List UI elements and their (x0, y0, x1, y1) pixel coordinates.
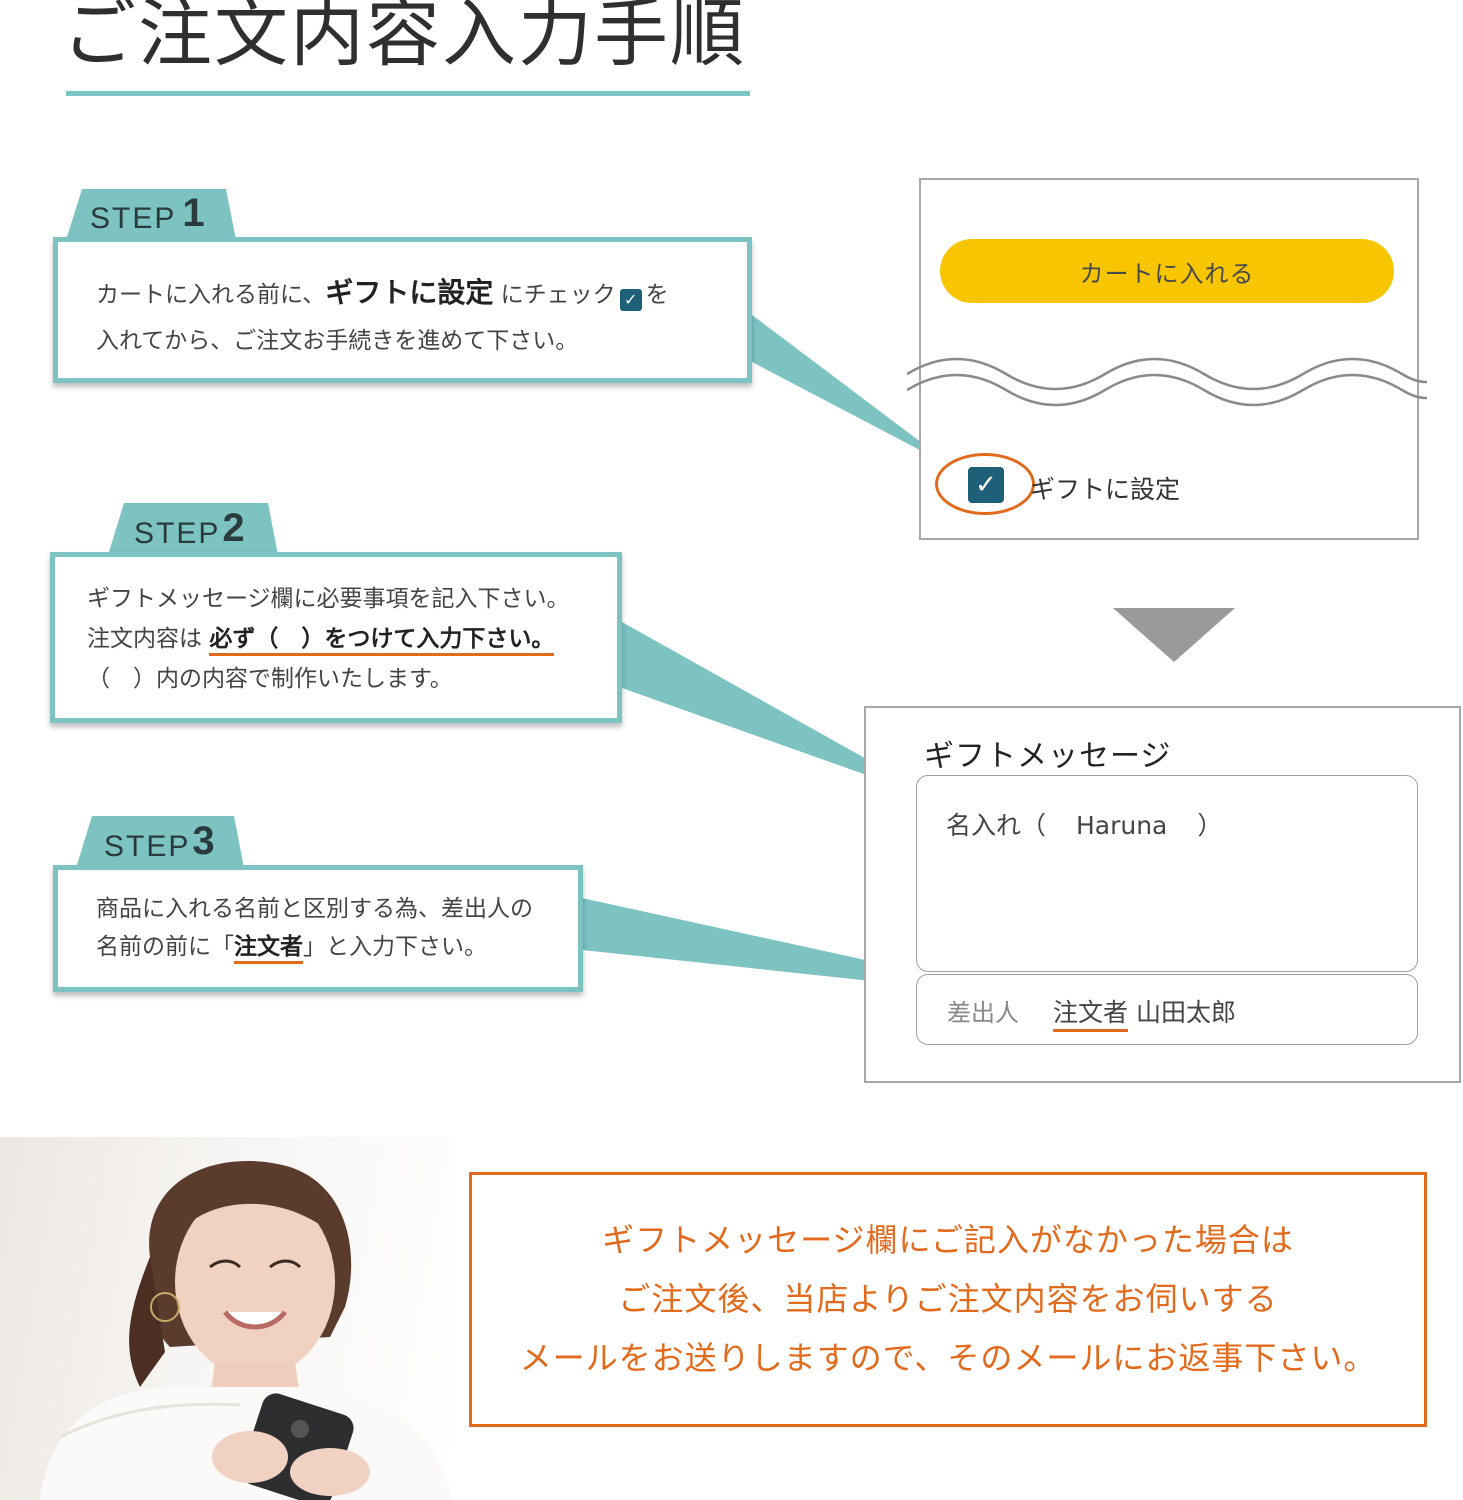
step3-tab-number: 3 (192, 819, 215, 863)
woman-with-phone-photo (0, 1137, 452, 1500)
sender-name: 山田太郎 (1135, 998, 1236, 1027)
step1-box: カートに入れる前に、ギフトに設定 にチェック✓を 入れてから、ご注文お手続きを進… (53, 237, 752, 383)
step1-text-c: にチェック (500, 282, 616, 308)
step1-tab-word: STEP (90, 202, 177, 235)
step2-emphasis: 必ず（ ）をつけて入力下さい。 (209, 626, 555, 656)
page-title: ご注文内容入力手順 (62, 0, 746, 77)
add-to-cart-button[interactable]: カートに入れる (940, 239, 1394, 303)
step2-line2-a: 注文内容は (87, 626, 202, 652)
notice-box: ギフトメッセージ欄にご記入がなかった場合は ご注文後、当店よりご注文内容をお伺い… (469, 1172, 1427, 1427)
step3-line2-a: 名前の前に「 (96, 934, 234, 960)
field-name-value: Haruna (1075, 811, 1168, 840)
step3-line2-c: 」と入力下さい。 (303, 934, 487, 960)
sender-value: 注文者 山田太郎 (1053, 993, 1236, 1032)
gift-message-textarea[interactable] (916, 775, 1418, 972)
highlight-ring (935, 453, 1035, 515)
step1-text-a: カートに入れる前に、 (96, 282, 326, 308)
sender-field[interactable] (916, 974, 1418, 1045)
step3-tab: STEP 3 (76, 816, 244, 868)
step3-line2: 名前の前に「注文者」と入力下さい。 (96, 928, 578, 966)
step2-box: ギフトメッセージ欄に必要事項を記入下さい。 注文内容は 必ず（ ）をつけて入力下… (50, 552, 622, 723)
step3-tab-word: STEP (104, 830, 191, 863)
gift-message-value: 名入れ（ Haruna ） (946, 806, 1222, 842)
step3-line1: 商品に入れる名前と区別する為、差出人の (96, 896, 533, 922)
gift-setting-checkbox[interactable]: ✓ (968, 467, 1004, 503)
step3-box: 商品に入れる名前と区別する為、差出人の 名前の前に「注文者」と入力下さい。 (53, 865, 583, 992)
sender-label: 差出人 (947, 999, 1019, 1027)
notice-line3: メールをお送りしますので、そのメールにお返事下さい。 (519, 1339, 1377, 1378)
step1-text-d: を (645, 282, 669, 308)
photo-illustration (40, 1161, 452, 1500)
step1-tab: STEP 1 (66, 189, 236, 240)
step1-line2: 入れてから、ご注文お手続きを進めて下さい。 (96, 328, 579, 354)
step2-tab-word: STEP (134, 517, 221, 550)
title-underline (66, 91, 750, 96)
down-arrow-icon (1113, 608, 1235, 662)
wavy-divider (907, 357, 1427, 407)
checkbox-icon: ✓ (619, 289, 642, 311)
notice-line2: ご注文後、当店よりご注文内容をお伺いする (618, 1279, 1278, 1318)
step2-line2: 注文内容は 必ず（ ）をつけて入力下さい。 (87, 619, 617, 659)
step2-tab: STEP 2 (108, 503, 278, 555)
step1-tab-number: 1 (182, 191, 205, 235)
step2-tab-number: 2 (222, 506, 245, 550)
notice-line1: ギフトメッセージ欄にご記入がなかった場合は (602, 1220, 1294, 1259)
gift-setting-label: ギフトに設定 (1030, 475, 1181, 504)
field-suffix: ） (1197, 811, 1223, 840)
step1-line1: カートに入れる前に、ギフトに設定 にチェック✓を (96, 268, 747, 317)
gift-message-heading: ギフトメッセージ (924, 739, 1172, 774)
field-prefix: 名入れ（ (946, 811, 1047, 840)
step2-line3: （ ）内の内容で制作いたします。 (87, 666, 453, 692)
step2-line1: ギフトメッセージ欄に必要事項を記入下さい。 (87, 586, 570, 612)
step3-orderer-tag: 注文者 (234, 934, 303, 964)
step1-gift-setting: ギフトに設定 (325, 276, 494, 309)
sender-orderer-tag: 注文者 (1053, 998, 1129, 1032)
